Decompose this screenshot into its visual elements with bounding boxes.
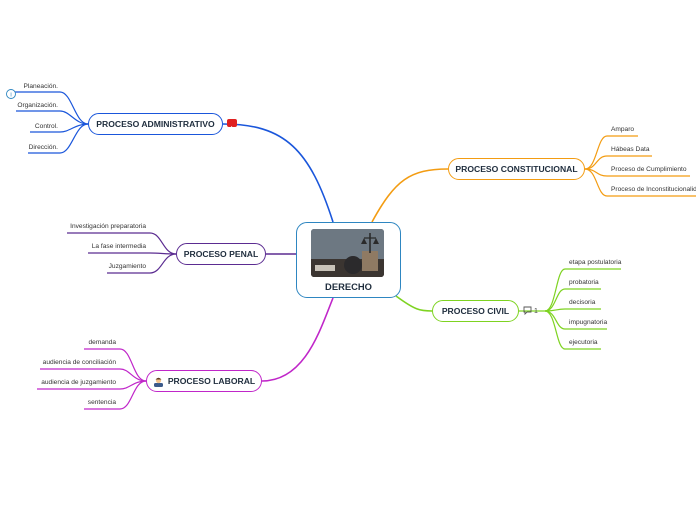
- central-topic-image: [311, 229, 384, 277]
- topic-proceso-laboral[interactable]: PROCESO LABORAL: [146, 370, 262, 392]
- comment-indicator[interactable]: 1: [523, 306, 538, 317]
- info-icon[interactable]: [6, 89, 16, 99]
- subtopic-impugnatoria[interactable]: impugnatoria: [569, 319, 608, 326]
- topic-label: PROCESO CIVIL: [441, 306, 510, 316]
- topic-label: PROCESO LABORAL: [167, 376, 256, 386]
- subtopic-audiencia-conciliacion[interactable]: audiencia de conciliación: [42, 359, 116, 366]
- subtopic-ejecutoria[interactable]: ejecutoria: [569, 339, 598, 346]
- subtopic-proceso-cumplimiento[interactable]: Proceso de Cumplimiento: [611, 166, 687, 173]
- comment-icon: [523, 306, 532, 317]
- worker-icon: [153, 376, 164, 387]
- central-topic[interactable]: DERECHO: [296, 222, 401, 298]
- topic-label: PROCESO ADMINISTRATIVO: [96, 119, 215, 129]
- topic-proceso-constitucional[interactable]: PROCESO CONSTITUCIONAL: [448, 158, 585, 180]
- subtopic-organizacion[interactable]: Organización.: [17, 102, 58, 109]
- topic-label: PROCESO CONSTITUCIONAL: [455, 164, 578, 174]
- topic-proceso-penal[interactable]: PROCESO PENAL: [176, 243, 266, 265]
- subtopic-direccion[interactable]: Dirección.: [28, 144, 58, 151]
- youtube-icon[interactable]: [227, 119, 237, 130]
- subtopic-investigacion-preparatoria[interactable]: Investigación preparatoria: [70, 223, 146, 230]
- subtopic-fase-intermedia[interactable]: La fase intermedia: [91, 243, 146, 250]
- subtopic-habeas-data[interactable]: Hábeas Data: [611, 146, 650, 153]
- subtopic-probatoria[interactable]: probatoria: [569, 279, 599, 286]
- central-topic-title: DERECHO: [325, 281, 372, 292]
- subtopic-demanda[interactable]: demanda: [88, 339, 117, 346]
- subtopic-etapa-postulatoria[interactable]: etapa postulatoria: [569, 259, 622, 266]
- subtopic-juzgamiento[interactable]: Juzgamiento: [108, 263, 146, 270]
- topic-proceso-administrativo[interactable]: PROCESO ADMINISTRATIVO: [88, 113, 223, 135]
- svg-text:i: i: [10, 93, 11, 99]
- subtopic-planeacion[interactable]: Planeación.: [23, 83, 58, 90]
- subtopic-decisoria[interactable]: decisoria: [569, 299, 596, 306]
- subtopic-amparo[interactable]: Amparo: [611, 126, 635, 133]
- subtopic-audiencia-juzgamiento[interactable]: audiencia de juzgamiento: [41, 379, 116, 386]
- subtopic-sentencia[interactable]: sentencia: [87, 399, 116, 406]
- subtopic-control[interactable]: Control.: [34, 123, 58, 130]
- subtopic-proceso-inconstitucionalidad[interactable]: Proceso de Inconstitucionalidad: [611, 186, 696, 193]
- topic-label: PROCESO PENAL: [183, 249, 259, 259]
- topic-proceso-civil[interactable]: PROCESO CIVIL: [432, 300, 519, 322]
- comment-count: 1: [534, 308, 538, 315]
